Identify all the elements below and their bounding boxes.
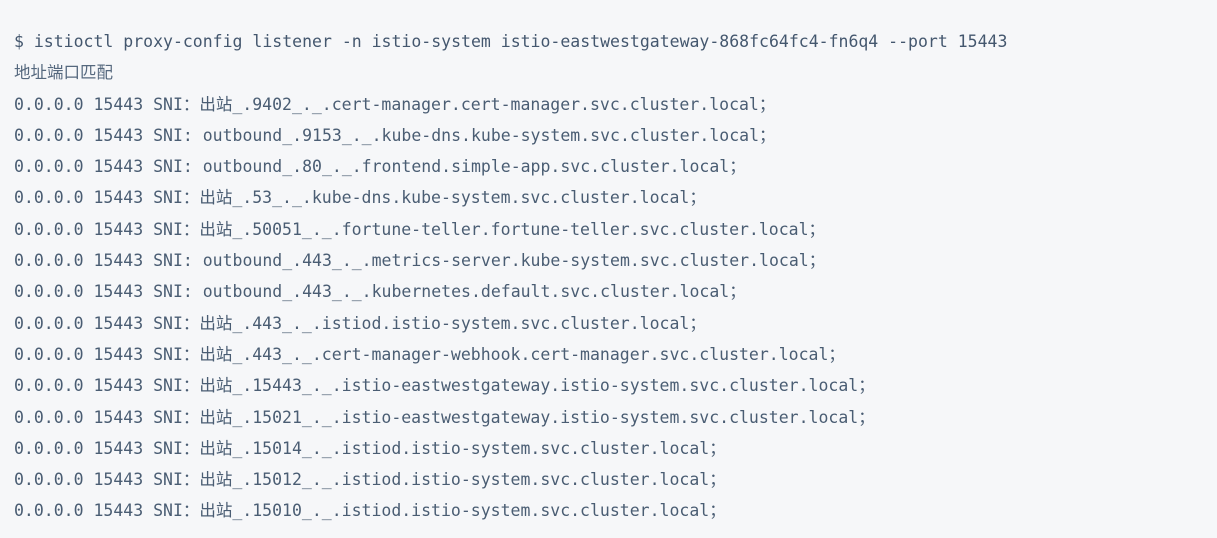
listener-row: 0.0.0.0 15443 SNI：出站_.53_._.kube-dns.kub… (14, 188, 706, 208)
listener-row: 0.0.0.0 15443 SNI：出站_.443_._.cert-manage… (14, 344, 845, 364)
listener-row: 0.0.0.0 15443 SNI：出站_.15021_._.istio-eas… (14, 407, 875, 427)
listener-row: 0.0.0.0 15443 SNI: outbound_.9153_._.kub… (14, 125, 776, 145)
listener-row: 0.0.0.0 15443 SNI: outbound_.80_._.front… (14, 157, 746, 177)
listener-row: 0.0.0.0 15443 SNI: outbound_.443_._.metr… (14, 251, 826, 271)
listener-row: 0.0.0.0 15443 SNI：出站_.15012_._.istiod.is… (14, 470, 726, 490)
table-column-header: 地址端口匹配 (14, 63, 113, 83)
listener-row: 0.0.0.0 15443 SNI：出站_.9402_._.cert-manag… (14, 94, 776, 114)
command-line: $ istioctl proxy-config listener -n isti… (14, 32, 1008, 51)
listener-row: 0.0.0.0 15443 SNI：出站_.15010_._.istiod.is… (14, 501, 726, 521)
listener-row: 0.0.0.0 15443 SNI：出站_.15443_._.istio-eas… (14, 376, 875, 396)
listener-row: 0.0.0.0 15443 SNI: outbound_.443_._.kube… (14, 282, 746, 302)
listener-row: 0.0.0.0 15443 SNI：出站_.443_._.istiod.isti… (14, 313, 706, 333)
listener-row: 0.0.0.0 15443 SNI：出站_.15014_._.istiod.is… (14, 438, 726, 458)
listener-row: 0.0.0.0 15443 SNI：出站_.50051_._.fortune-t… (14, 219, 826, 239)
